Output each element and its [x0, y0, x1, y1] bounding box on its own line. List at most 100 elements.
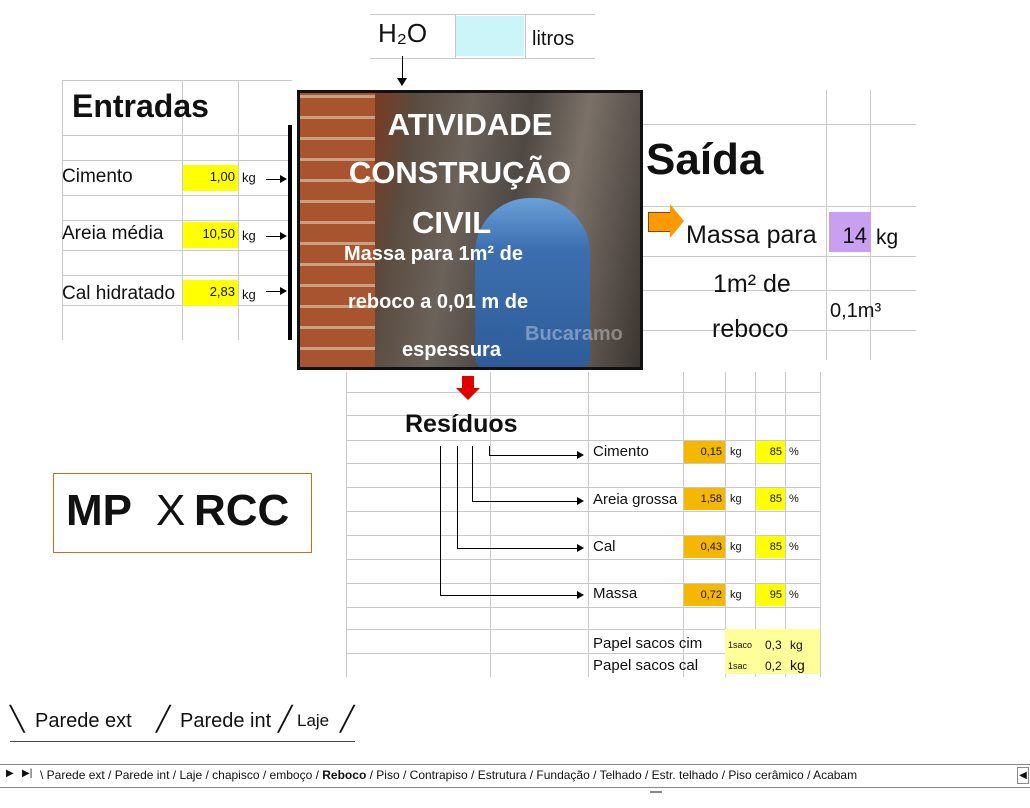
- sheet-tab-separator: /: [467, 768, 478, 782]
- residuo-unit-cimento: kg: [730, 446, 742, 458]
- overlay-title-3: CIVIL: [412, 205, 492, 240]
- entrada-label-cimento: Cimento: [62, 166, 133, 187]
- sheet-tab-separator: /: [366, 768, 377, 782]
- residuo-value-cimento[interactable]: 0,15: [684, 441, 725, 463]
- sheet-tab-separator: \: [40, 768, 47, 782]
- overlay-watermark: Bucaramo: [525, 323, 623, 345]
- sheet-tab-separator: /: [202, 768, 213, 782]
- sheet-tab-estrutura[interactable]: Estrutura: [477, 768, 527, 782]
- residuo-value-massa[interactable]: 0,72: [684, 584, 725, 606]
- saida-title: Saída: [646, 135, 764, 184]
- zoomed-tab-divider: ╱: [278, 706, 293, 733]
- sheet-tab-parede-int[interactable]: Parede int: [114, 768, 170, 782]
- sheet-tab-acabam[interactable]: Acabam: [813, 768, 858, 782]
- sheet-tab-fundação[interactable]: Fundação: [536, 768, 590, 782]
- sheet-tab-estr-telhado[interactable]: Estr. telhado: [651, 768, 719, 782]
- overlay-caption-1: Massa para 1m² de: [344, 243, 523, 265]
- residuo-value-areia[interactable]: 1,58: [684, 488, 725, 510]
- entrada-value-areia[interactable]: 10,50: [183, 222, 238, 248]
- brick-wall: [300, 93, 375, 367]
- water-arrow-head: [397, 78, 407, 86]
- sheet-tab-contrapiso[interactable]: Contrapiso: [409, 768, 468, 782]
- papel-unit-cal: kg: [790, 657, 805, 673]
- zoomed-tab-divider: ╱: [156, 706, 171, 733]
- sheet-tab-separator: /: [169, 768, 180, 782]
- residuo-percent-cal[interactable]: 85: [756, 536, 785, 558]
- residuo-percent-cimento[interactable]: 85: [756, 441, 785, 463]
- entrada-unit-cal: kg: [242, 287, 256, 302]
- mp-rcc-box: MP X RCC: [53, 473, 312, 553]
- zoomed-tab-laje[interactable]: Laje: [297, 711, 330, 730]
- saida-sub-2: reboco: [712, 315, 789, 343]
- residuo-percent-sign-cal: %: [789, 541, 799, 553]
- papel-highlight: [725, 629, 820, 674]
- entrada-unit-areia: kg: [242, 228, 256, 243]
- papel-qty-cim: 1saco: [728, 640, 753, 650]
- zoomed-tab-bar: Parede ext ╱ Parede int ╱ Laje ╱ ╲: [10, 705, 355, 742]
- rcc-label: RCC: [194, 486, 290, 535]
- x-label: X: [156, 486, 186, 535]
- sheet-tab-telhado[interactable]: Telhado: [599, 768, 642, 782]
- sheet-tab-chapisco[interactable]: chapisco: [212, 768, 260, 782]
- saida-sub-1: 1m² de: [713, 270, 791, 298]
- sheet-tab-separator: /: [399, 768, 410, 782]
- residuo-unit-cal: kg: [730, 541, 742, 553]
- papel-value-cim[interactable]: 0,3: [765, 638, 782, 652]
- water-input-cell[interactable]: [456, 16, 524, 56]
- sheet-tab-separator: /: [589, 768, 600, 782]
- sheet-tab-separator: /: [104, 768, 115, 782]
- residuo-percent-massa[interactable]: 95: [756, 584, 785, 606]
- tab-scroll-left-icon[interactable]: ◀: [1017, 767, 1029, 784]
- saida-unit: kg: [876, 226, 899, 249]
- saida-orange-arrow-head: [670, 204, 684, 238]
- sheet-tab-separator: /: [526, 768, 537, 782]
- zoomed-tab-edge: ╲: [10, 706, 25, 733]
- sheet-tab-separator: /: [641, 768, 652, 782]
- zoomed-tab-parede-int[interactable]: Parede int: [180, 710, 272, 732]
- entrada-label-cal: Cal hidratado: [62, 283, 176, 304]
- tab-nav-last-icon[interactable]: ▶|: [22, 768, 33, 779]
- sheet-tab-parede-ext[interactable]: Parede ext: [46, 768, 105, 782]
- overlay-title-2: CONSTRUÇÃO: [348, 155, 572, 190]
- zoomed-tab-divider: ╱: [340, 706, 355, 733]
- papel-unit-cim: kg: [790, 638, 803, 652]
- sheet-tab-piso-cerâmico[interactable]: Piso cerâmico: [728, 768, 804, 782]
- residuo-value-cal[interactable]: 0,43: [684, 536, 725, 558]
- residuo-label-areia: Areia grossa: [593, 491, 678, 508]
- saida-label: Massa para: [686, 221, 817, 249]
- sheet-tab-bar: ▶ ▶| \ Parede ext / Parede int / Laje / …: [0, 764, 1030, 788]
- papel-label-cim: Papel sacos cim: [593, 635, 703, 652]
- sheet-tab-reboco[interactable]: Reboco: [322, 768, 367, 782]
- water-unit: litros: [532, 28, 575, 50]
- papel-label-cal: Papel sacos cal: [593, 657, 699, 674]
- residuo-label-massa: Massa: [593, 585, 638, 602]
- entradas-bracket: [288, 125, 292, 340]
- overlay-title-1: ATIVIDADE: [387, 107, 553, 142]
- sheet-tab-emboço[interactable]: emboço: [269, 768, 313, 782]
- overlay-caption-3: espessura: [402, 339, 501, 361]
- sheet-tab-laje[interactable]: Laje: [179, 768, 203, 782]
- entrada-value-cimento[interactable]: 1,00: [183, 165, 238, 191]
- construction-photo-overlay: ATIVIDADE CONSTRUÇÃO CIVIL Massa para 1m…: [297, 90, 643, 370]
- tab-nav-next-icon[interactable]: ▶: [6, 768, 14, 779]
- entrada-value-cal[interactable]: 2,83: [183, 280, 238, 306]
- entrada-unit-cimento: kg: [242, 170, 256, 185]
- entrada-label-areia: Areia média: [62, 223, 164, 244]
- water-label: H₂O: [378, 18, 428, 48]
- sheet-tab-separator: /: [718, 768, 729, 782]
- residuos-red-arrow-head: [456, 388, 480, 400]
- mp-label: MP: [66, 486, 132, 535]
- residuo-percent-areia[interactable]: 85: [756, 488, 785, 510]
- residuo-percent-sign-areia: %: [789, 493, 799, 505]
- residuo-label-cimento: Cimento: [593, 443, 649, 460]
- residuo-unit-areia: kg: [730, 493, 742, 505]
- sheet-tab-piso[interactable]: Piso: [376, 768, 400, 782]
- zoomed-tab-parede-ext[interactable]: Parede ext: [35, 710, 132, 732]
- scroll-grip[interactable]: [650, 791, 662, 793]
- papel-value-cal[interactable]: 0,2: [765, 659, 782, 673]
- water-arrow-line: [402, 56, 403, 80]
- sheet-tab-separator: /: [312, 768, 323, 782]
- residuo-percent-sign-massa: %: [789, 589, 799, 601]
- residuos-title: Resíduos: [405, 410, 518, 438]
- saida-value[interactable]: 14: [829, 212, 871, 252]
